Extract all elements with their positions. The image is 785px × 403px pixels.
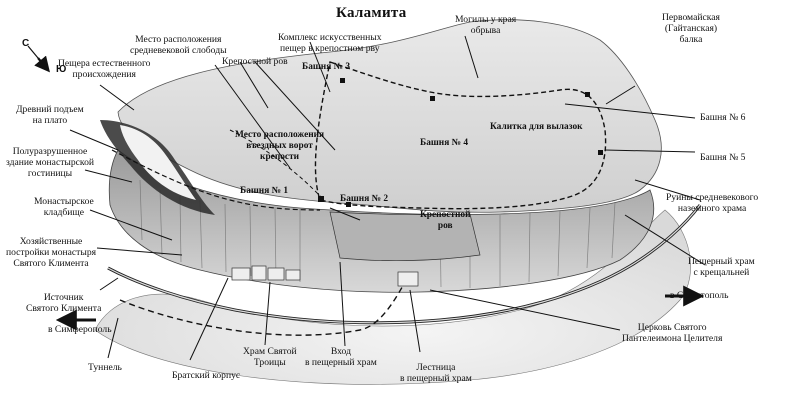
lower-path [119, 281, 406, 336]
label-pervomaiskaya: Первомайская(Гайтанская)балка [662, 12, 720, 45]
label-to-simferopol: в Симферополь [48, 324, 112, 335]
monastery-buildings [231, 265, 419, 287]
label-tower1: Башня № 1 [240, 186, 289, 196]
tower-3-marker [340, 78, 345, 83]
tower-5-marker [598, 150, 603, 155]
compass-arrow [34, 55, 50, 73]
label-brothers: Братский корпус [172, 370, 241, 381]
tower-4-marker [430, 96, 435, 101]
label-tower5: Башня № 5 [700, 152, 746, 163]
label-tower6: Башня № 6 [700, 112, 746, 123]
label-tower3: Башня № 3 [302, 62, 351, 72]
label-to-sevastopol: в Севастополь [670, 290, 729, 301]
plateau [117, 19, 662, 213]
towers [318, 78, 603, 207]
road-inner [107, 204, 701, 324]
tower-2-marker [346, 202, 351, 207]
compass-south: Ю [56, 64, 67, 75]
compass-north: С [22, 38, 30, 49]
leader-lines [69, 35, 706, 361]
compass-tail [27, 45, 39, 59]
label-tower2: Башня № 2 [340, 194, 389, 204]
tower-1-marker [318, 196, 324, 202]
label-gate: Калитка для вылазок [490, 122, 583, 132]
tower-6-marker [585, 92, 590, 97]
ascent-path [111, 149, 321, 211]
cliff-striations [139, 179, 616, 288]
moat-area [329, 211, 481, 262]
map-title: Каламита [336, 5, 407, 21]
label-moat: Крепостной ров [222, 56, 288, 67]
label-tunnel: Туннель [88, 362, 122, 373]
label-tower4: Башня № 4 [420, 138, 469, 148]
